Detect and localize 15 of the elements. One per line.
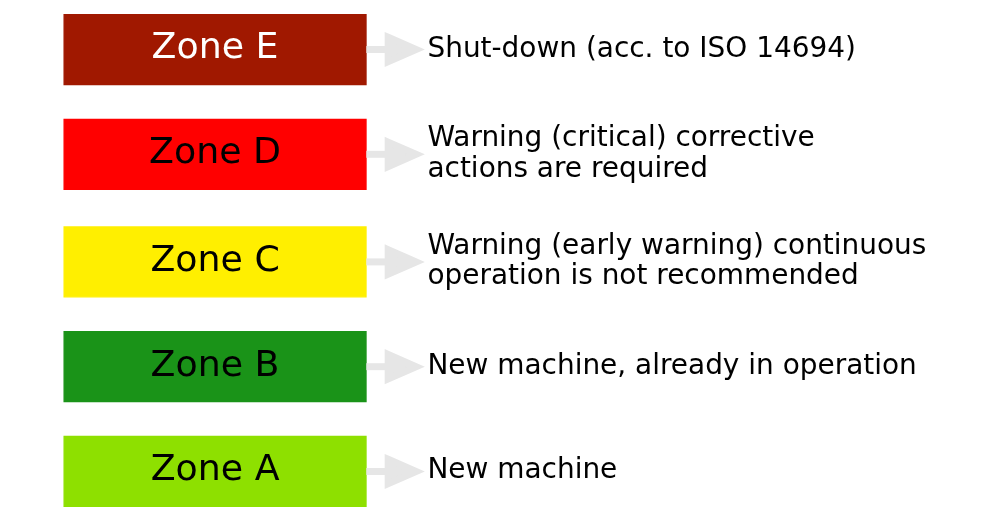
- arrow: [365, 31, 425, 67]
- node-text: Warning (critical) corrective actions are required: [426, 119, 815, 184]
- node-box: Zone A: [62, 435, 367, 507]
- arrow: [365, 453, 425, 489]
- arrow: [365, 136, 425, 172]
- node-text: New machine, already in operation: [426, 347, 917, 381]
- arrow: [365, 243, 425, 279]
- node-box: Zone C: [62, 225, 367, 298]
- node-box: Zone B: [62, 330, 367, 402]
- node-text: New machine: [426, 451, 617, 485]
- node-box: Zone E: [62, 13, 367, 85]
- node-text: Shut-down (acc. to ISO 14694): [426, 30, 856, 64]
- node-text: Warning (early warning) continuous operation is not recommended: [426, 227, 926, 291]
- node-box: Zone D: [62, 118, 367, 190]
- arrow: [365, 348, 425, 384]
